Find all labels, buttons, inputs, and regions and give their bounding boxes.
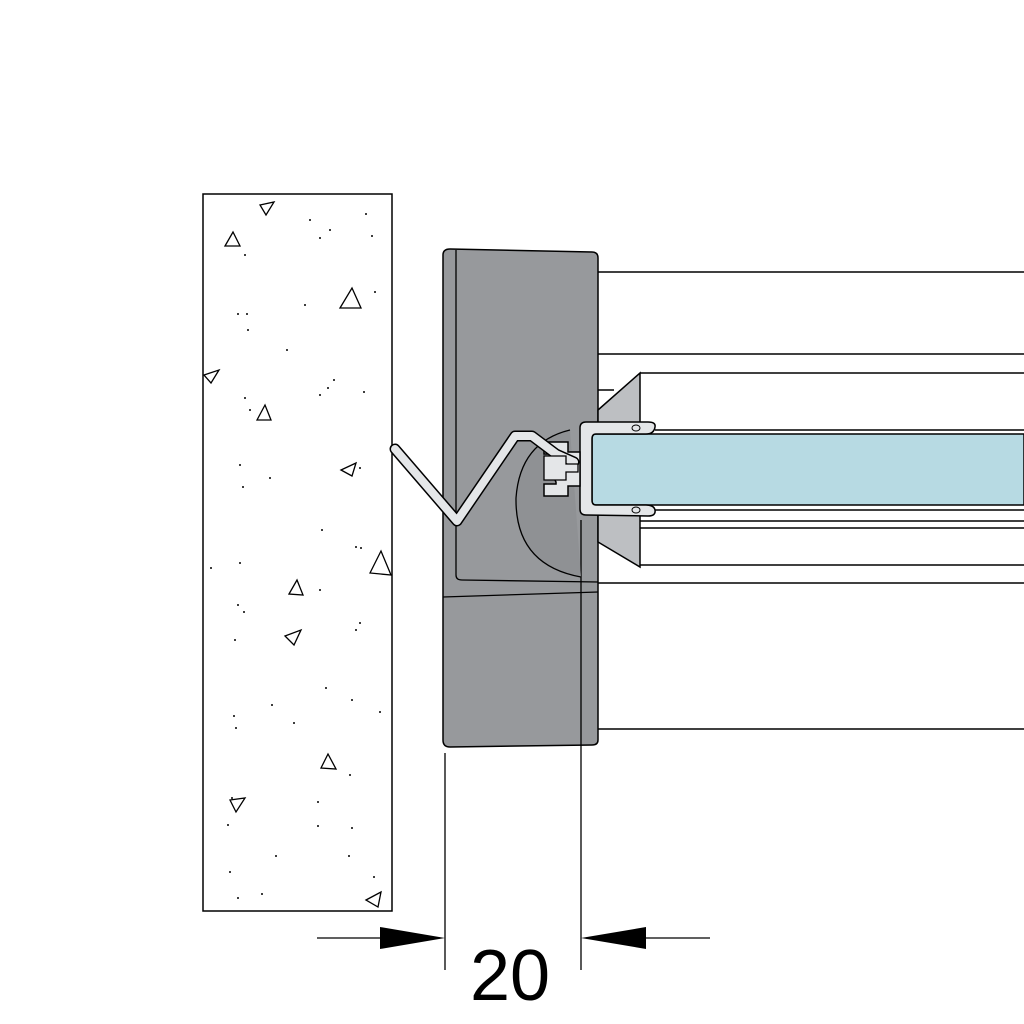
arrow-left — [380, 927, 445, 949]
spring-clip-fill — [391, 432, 578, 525]
dimension-value: 20 — [470, 936, 550, 1016]
concrete-wall — [202, 193, 393, 912]
aluminium-profile — [442, 248, 599, 748]
gasket-u-profile — [579, 421, 656, 517]
spring-clip — [389, 430, 580, 527]
arrow-right — [581, 927, 646, 949]
gasket-lip-top — [631, 424, 641, 432]
frame-lines — [597, 271, 1024, 730]
concrete-aggregate — [202, 201, 393, 909]
concrete-dots — [210, 213, 381, 899]
glass-pane-body — [591, 433, 1024, 506]
spring-clip-head — [543, 455, 579, 481]
profile-split-line — [442, 591, 599, 598]
glass-pane — [591, 433, 1024, 506]
concrete-wall-outline — [202, 193, 393, 912]
profile-inner-chamber — [455, 250, 599, 583]
gasket-lip-bottom — [631, 506, 641, 514]
dimension: 20 — [317, 745, 710, 1016]
